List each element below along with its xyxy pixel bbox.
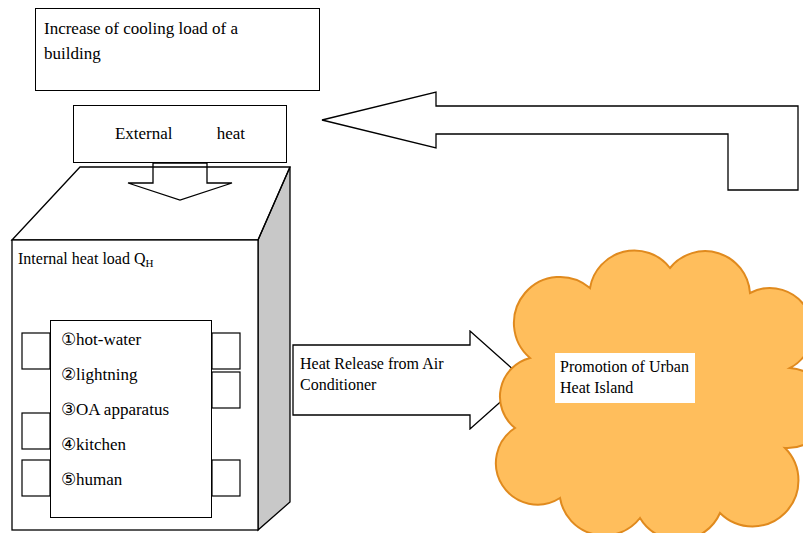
cloud-text: Promotion of Urban Heat Island: [555, 353, 695, 403]
external-heat-arrow: [322, 92, 798, 190]
list-item: ②lightning: [61, 364, 185, 386]
building-side: [258, 167, 290, 530]
list-item: ①hot-water: [61, 329, 185, 351]
heat-island-cloud: Promotion of Urban Heat Island: [500, 248, 800, 531]
block-arrow: [128, 163, 232, 200]
list-item: ③OA apparatus: [61, 399, 185, 421]
window-box: [22, 333, 50, 369]
arrow-shape: [293, 331, 525, 429]
cloud-shape: [496, 250, 803, 533]
heat-release-arrow: Heat Release from Air Conditioner: [292, 330, 527, 430]
building-heading: Internal heat load QH: [18, 250, 153, 269]
subscript-text: H: [146, 257, 154, 269]
window-box: [212, 460, 240, 496]
heading-text: Internal heat load Q: [18, 250, 146, 267]
list-item: ⑤human: [61, 469, 185, 491]
building-front: [12, 240, 258, 530]
window-box: [22, 460, 50, 496]
window-box: [22, 413, 50, 449]
box-text: External heat: [115, 124, 245, 144]
heat-source-list: ①hot-water ②lightning ③OA apparatus ④kitche…: [50, 320, 212, 518]
window-box: [212, 372, 240, 408]
box-text: Increase of cooling load of a building: [44, 17, 244, 66]
building-block: Internal heat load QH ①hot-water ②lightnin…: [12, 200, 290, 530]
list-item: ④kitchen: [61, 434, 185, 456]
external-heat-box: External heat: [73, 105, 287, 163]
arrow-text: Heat Release from Air Conditioner: [300, 354, 465, 396]
window-box: [212, 333, 240, 369]
building-roof: [12, 167, 290, 240]
cooling-load-box: Increase of cooling load of a building: [35, 8, 320, 91]
